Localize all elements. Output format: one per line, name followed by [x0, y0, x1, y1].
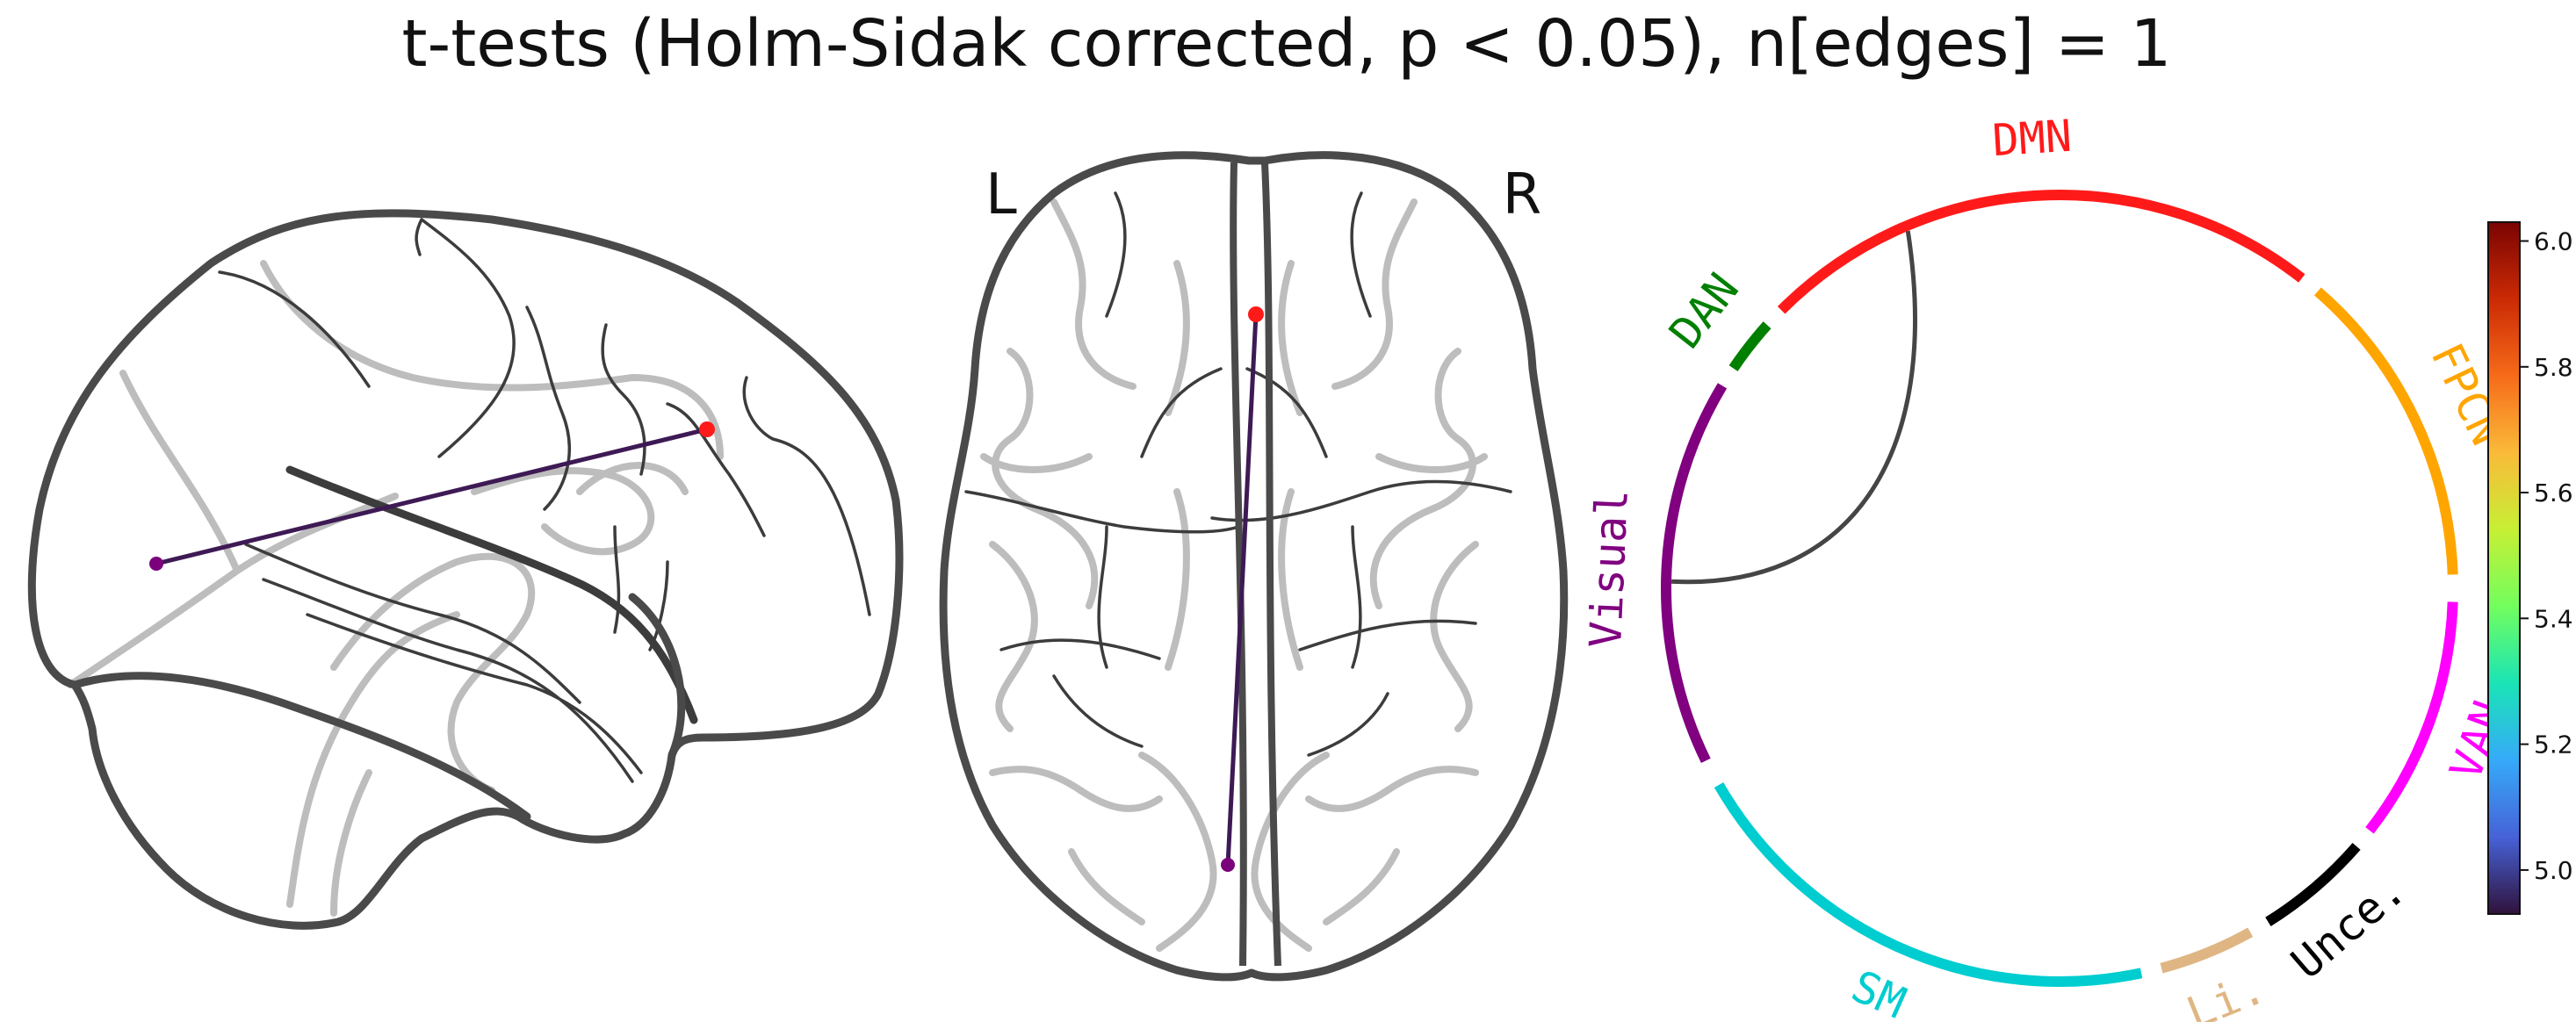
hemisphere-label-left: L: [985, 162, 1017, 227]
sagittal-node-visual: [149, 557, 163, 571]
colorbar-fill: [2487, 221, 2521, 915]
colorbar-tick-label: 5.2: [2534, 731, 2573, 759]
hemisphere-label-right: R: [1503, 162, 1541, 227]
sagittal-gray-sulci: [67, 260, 724, 917]
sagittal-outline: [27, 209, 904, 930]
network-arc-fpcn: [2313, 287, 2458, 575]
sagittal-edge: [155, 427, 708, 566]
sagittal-dark-sulci: [218, 218, 871, 783]
colorbar-tick-label: 5.6: [2534, 479, 2573, 507]
sagittal-node-dmn: [699, 421, 715, 437]
axial-node-dmn: [1248, 306, 1264, 322]
network-label-sm: SM: [1844, 961, 1914, 1022]
network-label-visual: Visual: [1580, 488, 1638, 649]
colorbar-tick-label: 5.4: [2534, 604, 2573, 633]
network-arc-van: [2365, 601, 2458, 834]
connectogram-edge: [1670, 230, 1917, 585]
network-label-dan: DAN: [1660, 263, 1749, 357]
axial-outline: [939, 151, 1569, 982]
network-arc-visual: [1660, 383, 1728, 764]
network-arc-dmn: [1777, 190, 2305, 314]
network-label-unce: Unce.: [2282, 864, 2415, 989]
connectogram-arcs: [1660, 190, 2458, 987]
sagittal-brain-view: [27, 209, 904, 930]
sagittal-temporal-sulcus: [285, 465, 698, 724]
network-label-li: Li.: [2180, 962, 2272, 1022]
colorbar-ticks: 5.0 5.2 5.4 5.6 5.8 6.0: [2520, 227, 2573, 885]
colorbar-tick-label: 5.0: [2534, 856, 2573, 885]
axial-edge: [1225, 313, 1259, 866]
network-arc-sm: [1714, 781, 2143, 987]
sagittal-cerebellum-line: [70, 672, 531, 821]
axial-node-visual: [1221, 858, 1235, 872]
axial-midline-right: [1261, 162, 1281, 967]
axial-midline-left: [1230, 162, 1247, 967]
sagittal-brainstem: [628, 593, 686, 759]
network-arc-dan: [1728, 321, 1771, 371]
colorbar-tick-label: 6.0: [2534, 227, 2573, 256]
figure-title: t-tests (Holm-Sidak corrected, p < 0.05)…: [402, 6, 2172, 82]
colorbar-tick-label: 5.8: [2534, 353, 2573, 382]
axial-gray-sulci: [980, 198, 1488, 952]
network-arc-unce: [2265, 842, 2361, 926]
network-arc-li: [2160, 927, 2254, 974]
axial-dark-sulci: [964, 191, 1512, 757]
network-label-dmn: DMN: [1991, 111, 2074, 166]
axial-brain-view: L R: [939, 151, 1569, 982]
colorbar: 5.0 5.2 5.4 5.6 5.8 6.0: [2487, 221, 2573, 915]
